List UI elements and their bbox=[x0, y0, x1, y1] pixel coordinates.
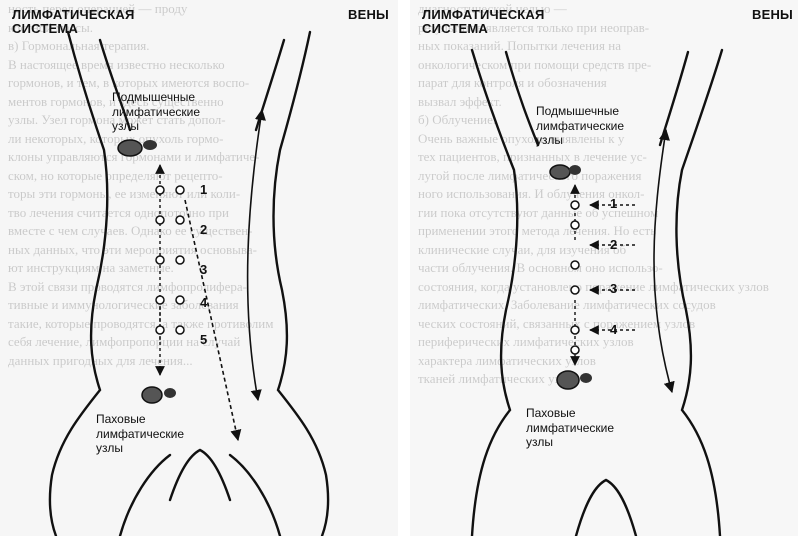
massage-path-down bbox=[185, 200, 238, 440]
left-diagram-panel: ность перед операцией — проду костной ма… bbox=[0, 0, 398, 536]
right-arm-outline bbox=[274, 32, 329, 536]
inner-left-leg bbox=[120, 455, 170, 536]
veins-label: ВЕНЫ bbox=[752, 8, 793, 22]
diagram-title: ЛИМФАТИЧЕСКАЯ СИСТЕМА bbox=[422, 8, 545, 36]
step-number: 4 bbox=[200, 295, 207, 310]
vein-line bbox=[654, 130, 672, 392]
axillary-lymph-nodes-label: Подмышечные лимфатические узлы bbox=[536, 104, 624, 148]
title-line: СИСТЕМА bbox=[422, 22, 545, 36]
inguinal-lymph-nodes-label: Паховые лимфатические узлы bbox=[96, 412, 184, 456]
step-number: 1 bbox=[610, 196, 617, 211]
label-line: Подмышечные bbox=[536, 104, 624, 119]
label-line: узлы bbox=[112, 119, 200, 134]
groin-line bbox=[170, 450, 230, 500]
right-arm-outline bbox=[676, 50, 722, 536]
step-number: 2 bbox=[200, 222, 207, 237]
step-number: 4 bbox=[610, 322, 617, 337]
step-number: 2 bbox=[610, 237, 617, 252]
label-line: лимфатические bbox=[112, 105, 200, 120]
inner-right-leg bbox=[230, 455, 280, 536]
label-line: Паховые bbox=[96, 412, 184, 427]
title-line: ЛИМФАТИЧЕСКАЯ bbox=[12, 8, 135, 22]
body-outline-figure bbox=[410, 0, 798, 536]
step-number: 5 bbox=[200, 332, 207, 347]
vein-line bbox=[248, 110, 262, 400]
title-line: СИСТЕМА bbox=[12, 22, 135, 36]
massage-points bbox=[156, 186, 184, 334]
left-arm-outline bbox=[50, 32, 107, 536]
inguinal-lymph-nodes-label: Паховые лимфатические узлы bbox=[526, 406, 614, 450]
axillary-lymph-nodes-label: Подмышечные лимфатические узлы bbox=[112, 90, 200, 134]
label-line: узлы bbox=[96, 441, 184, 456]
groin-line bbox=[576, 480, 636, 536]
inner-right-arm bbox=[660, 52, 688, 145]
axillary-lymph-node-cluster bbox=[550, 165, 581, 179]
label-line: лимфатические bbox=[96, 427, 184, 442]
label-line: узлы bbox=[536, 133, 624, 148]
body-outline-figure bbox=[0, 0, 398, 536]
label-line: лимфатические bbox=[536, 119, 624, 134]
step-number: 3 bbox=[610, 281, 617, 296]
label-line: Подмышечные bbox=[112, 90, 200, 105]
diagram-title: ЛИМФАТИЧЕСКАЯ СИСТЕМА bbox=[12, 8, 135, 36]
inguinal-lymph-node-cluster bbox=[557, 371, 592, 389]
right-diagram-panel: диагностической целью — результатов явля… bbox=[410, 0, 798, 536]
inguinal-lymph-node-cluster bbox=[142, 387, 176, 403]
massage-points bbox=[571, 201, 579, 354]
left-arm-outline bbox=[472, 50, 517, 536]
inner-left-arm bbox=[506, 52, 538, 145]
step-number: 1 bbox=[200, 182, 207, 197]
veins-label: ВЕНЫ bbox=[348, 8, 389, 22]
label-line: Паховые bbox=[526, 406, 614, 421]
title-line: ЛИМФАТИЧЕСКАЯ bbox=[422, 8, 545, 22]
axillary-lymph-node-cluster bbox=[118, 140, 157, 156]
label-line: лимфатические bbox=[526, 421, 614, 436]
label-line: узлы bbox=[526, 435, 614, 450]
step-number: 3 bbox=[200, 262, 207, 277]
